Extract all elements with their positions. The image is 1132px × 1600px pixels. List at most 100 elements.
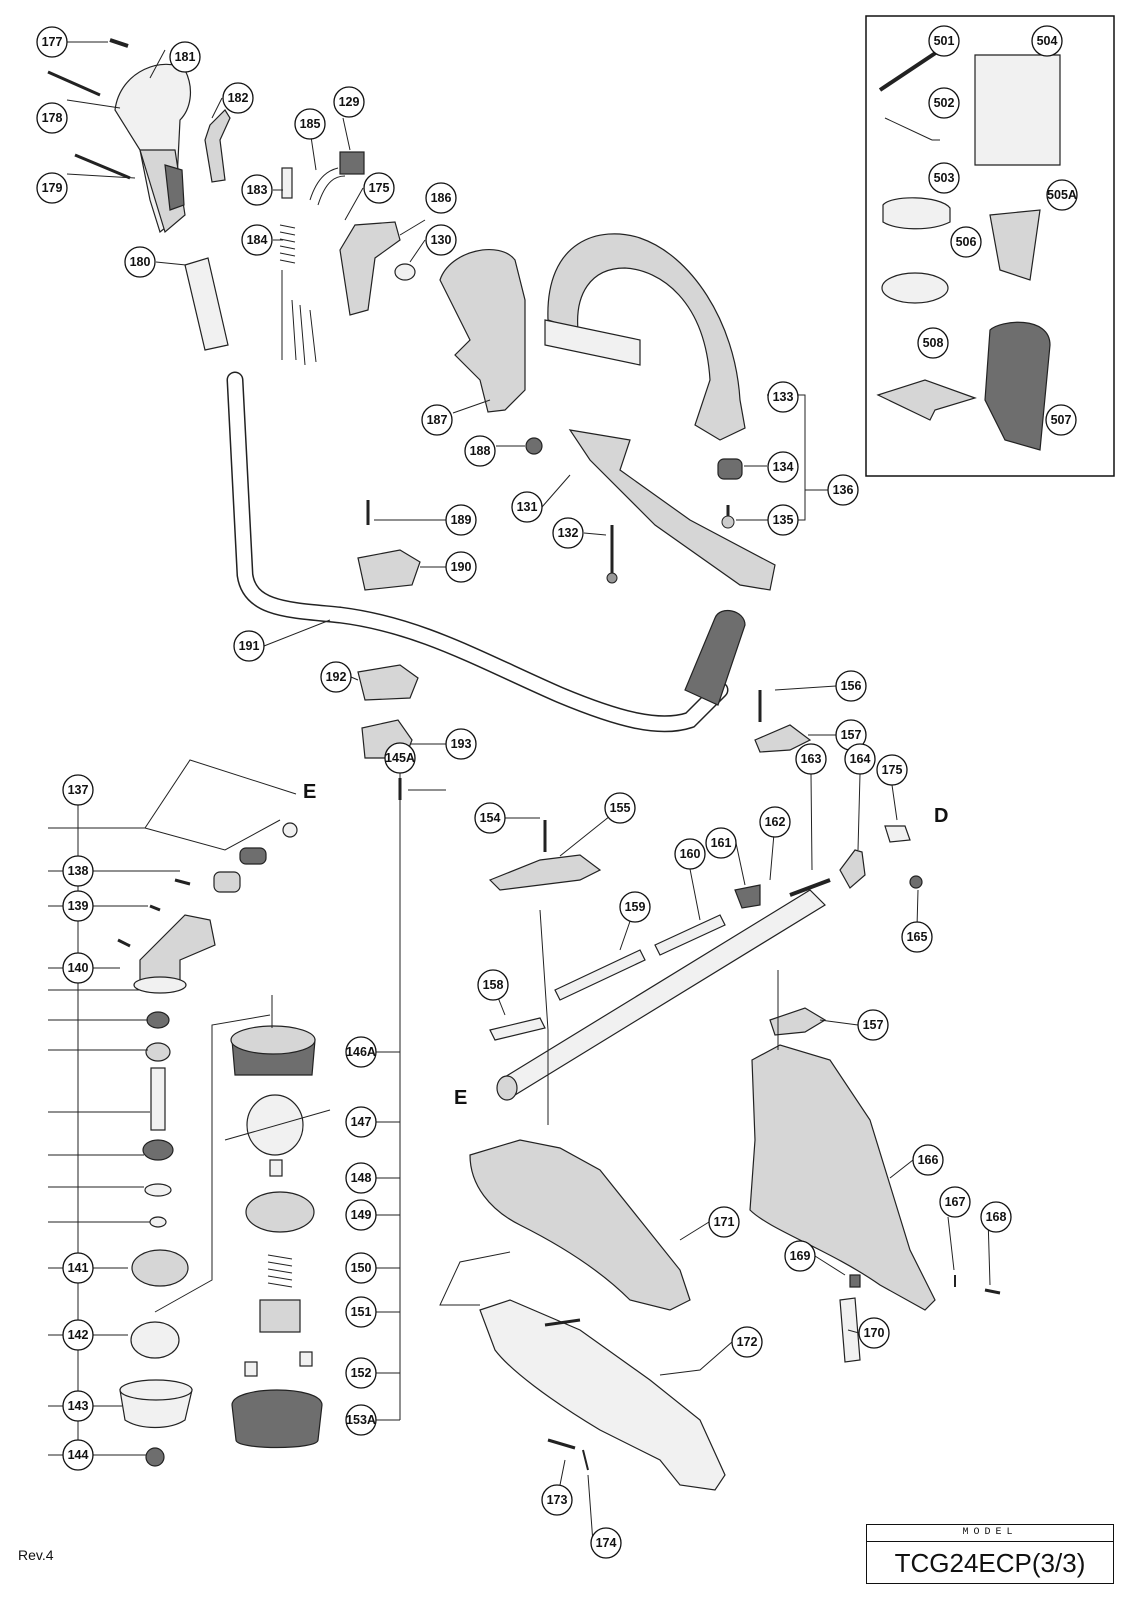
handle-tube-180 bbox=[184, 257, 229, 351]
part-134 bbox=[717, 458, 743, 480]
svg-text:180: 180 bbox=[130, 255, 151, 269]
svg-text:501: 501 bbox=[934, 34, 955, 48]
svg-text:137: 137 bbox=[68, 783, 89, 797]
clip-175 bbox=[884, 825, 911, 843]
model-box: MODEL TCG24ECP(3/3) bbox=[866, 1524, 1114, 1584]
svg-text:130: 130 bbox=[431, 233, 452, 247]
drive-shaft-tube bbox=[489, 878, 831, 1101]
svg-text:142: 142 bbox=[68, 1328, 89, 1342]
callout-153A: 153A bbox=[345, 1404, 377, 1436]
svg-text:193: 193 bbox=[451, 737, 472, 751]
callout-144: 144 bbox=[62, 1439, 94, 1471]
clamp-157-lower bbox=[769, 1007, 827, 1036]
springs-183-184 bbox=[279, 167, 317, 366]
blade-170 bbox=[839, 1297, 861, 1363]
callout-146A: 146A bbox=[345, 1036, 377, 1068]
callout-164: 164 bbox=[844, 743, 876, 775]
callout-154: 154 bbox=[474, 802, 506, 834]
callouts: 177 181 178 182 179 180 183 184 185 129 … bbox=[36, 25, 1078, 1559]
guard-171 bbox=[469, 1139, 691, 1311]
callout-191: 191 bbox=[233, 630, 265, 662]
svg-text:192: 192 bbox=[326, 670, 347, 684]
gear-case-assembly bbox=[117, 822, 298, 994]
screw-135 bbox=[721, 505, 735, 529]
marker-e-pipe: E bbox=[454, 1087, 467, 1109]
svg-text:154: 154 bbox=[480, 811, 501, 825]
callout-143: 143 bbox=[62, 1390, 94, 1422]
svg-text:187: 187 bbox=[427, 413, 448, 427]
callout-184: 184 bbox=[241, 224, 273, 256]
svg-text:160: 160 bbox=[680, 847, 701, 861]
clamp-155 bbox=[488, 854, 602, 891]
callout-188: 188 bbox=[464, 435, 496, 467]
svg-text:165: 165 bbox=[907, 930, 928, 944]
callout-177: 177 bbox=[36, 26, 68, 58]
model-caption: MODEL bbox=[867, 1525, 1113, 1542]
callout-192: 192 bbox=[320, 661, 352, 693]
callout-508: 508 bbox=[917, 327, 949, 359]
svg-text:164: 164 bbox=[850, 752, 871, 766]
callout-507: 507 bbox=[1045, 404, 1077, 436]
svg-text:139: 139 bbox=[68, 899, 89, 913]
guard-166 bbox=[749, 1044, 936, 1311]
callout-175-right: 175 bbox=[876, 754, 908, 786]
svg-text:167: 167 bbox=[945, 1195, 966, 1209]
switch-129 bbox=[339, 151, 365, 175]
callout-505A: 505A bbox=[1046, 179, 1078, 211]
svg-text:131: 131 bbox=[517, 500, 538, 514]
nut-188 bbox=[525, 437, 543, 455]
svg-text:170: 170 bbox=[864, 1326, 885, 1340]
callout-148: 148 bbox=[345, 1162, 377, 1194]
callout-157-top: 157 bbox=[835, 719, 867, 751]
svg-text:172: 172 bbox=[737, 1335, 758, 1349]
svg-text:504: 504 bbox=[1037, 34, 1058, 48]
callout-190: 190 bbox=[445, 551, 477, 583]
svg-text:151: 151 bbox=[351, 1305, 372, 1319]
handle-clamp-block bbox=[544, 319, 641, 366]
svg-text:156: 156 bbox=[841, 679, 862, 693]
callout-157-lower: 157 bbox=[857, 1009, 889, 1041]
accessory-box bbox=[865, 15, 1115, 477]
svg-text:181: 181 bbox=[175, 50, 196, 64]
svg-text:182: 182 bbox=[228, 91, 249, 105]
callout-162: 162 bbox=[759, 806, 791, 838]
svg-text:153A: 153A bbox=[346, 1413, 376, 1427]
callout-133: 133 bbox=[767, 381, 799, 413]
callout-135: 135 bbox=[767, 504, 799, 536]
bolt-165 bbox=[909, 875, 923, 889]
callout-150: 150 bbox=[345, 1252, 377, 1284]
rear-handle-housing bbox=[114, 63, 192, 234]
svg-text:175: 175 bbox=[369, 181, 390, 195]
callout-131: 131 bbox=[511, 491, 543, 523]
svg-text:186: 186 bbox=[431, 191, 452, 205]
svg-text:152: 152 bbox=[351, 1366, 372, 1380]
guard-172 bbox=[479, 1299, 726, 1491]
svg-text:503: 503 bbox=[934, 171, 955, 185]
svg-text:163: 163 bbox=[801, 752, 822, 766]
leader-lines bbox=[48, 41, 991, 1544]
callout-189-top: 189 bbox=[445, 504, 477, 536]
svg-text:177: 177 bbox=[42, 35, 63, 49]
callout-167: 167 bbox=[939, 1186, 971, 1218]
svg-text:144: 144 bbox=[68, 1448, 89, 1462]
svg-text:184: 184 bbox=[247, 233, 268, 247]
clamp-157-top bbox=[754, 724, 812, 753]
screws-177-179 bbox=[47, 38, 131, 180]
svg-text:185: 185 bbox=[300, 117, 321, 131]
revision-label: Rev.4 bbox=[18, 1547, 54, 1563]
callout-134: 134 bbox=[767, 451, 799, 483]
svg-text:161: 161 bbox=[711, 836, 732, 850]
callout-187: 187 bbox=[421, 404, 453, 436]
callout-151: 151 bbox=[345, 1296, 377, 1328]
svg-text:169: 169 bbox=[790, 1249, 811, 1263]
svg-text:145A: 145A bbox=[385, 751, 415, 765]
svg-text:179: 179 bbox=[42, 181, 63, 195]
svg-text:505A: 505A bbox=[1047, 188, 1077, 202]
gear-stack bbox=[119, 1011, 193, 1467]
callout-130: 130 bbox=[425, 224, 457, 256]
callout-178: 178 bbox=[36, 102, 68, 134]
callout-174: 174 bbox=[590, 1527, 622, 1559]
spring-130 bbox=[394, 263, 416, 281]
svg-text:149: 149 bbox=[351, 1208, 372, 1222]
